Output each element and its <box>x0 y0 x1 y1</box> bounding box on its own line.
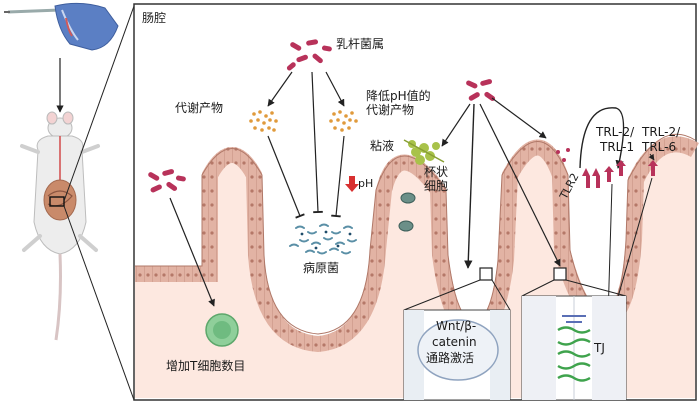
t-cell-icon <box>205 313 239 347</box>
tj-label: TJ <box>593 341 605 355</box>
ph-metabolites-label-line1: 降低pH值的 <box>366 88 431 103</box>
ph-label: pH <box>358 177 373 190</box>
t-cells-label: 增加T细胞数目 <box>166 358 245 373</box>
wnt-label-line2: catenin <box>432 335 477 349</box>
pathogen-cluster <box>289 223 357 255</box>
mucus-icon <box>403 139 445 165</box>
lumen-label: 肠腔 <box>142 10 166 25</box>
zoom-marker-tj <box>553 267 567 281</box>
trl-receptor-icons <box>604 160 658 182</box>
metabolite-cluster-left <box>249 110 278 132</box>
tj-inset: TJ <box>521 295 627 401</box>
tight-junction-icon <box>557 326 591 382</box>
lactobacillus-cluster-left <box>148 169 186 193</box>
wnt-inset: Wnt/β- catenin 通路激活 <box>403 309 511 401</box>
lactobacillus-label: 乳杆菌属 <box>336 37 384 51</box>
tlr2-receptor-icon <box>556 148 600 188</box>
goblet-cell-icon <box>398 192 416 232</box>
zoom-line-top <box>63 5 135 202</box>
mouse-illustration <box>4 2 119 341</box>
wnt-label-line1: Wnt/β- <box>436 319 476 333</box>
pathogen-dots <box>300 230 352 250</box>
zoom-line-bottom <box>63 205 135 401</box>
pathogen-label: 病原菌 <box>303 260 339 275</box>
ph-metabolites-label-line2: 代谢产物 <box>366 102 414 117</box>
lactobacillus-cluster-top <box>286 39 332 71</box>
goblet-label-line1: 杯状 <box>424 165 448 179</box>
mouse-icon <box>20 111 100 341</box>
trl2-6-label-line2: TRL-6 <box>641 140 676 154</box>
ph-down-arrow-icon <box>345 176 359 192</box>
trl2-6-label-line1: TRL-2/ <box>641 125 681 139</box>
tlr2-arrow <box>579 107 625 169</box>
metabolite-cluster-right <box>329 110 358 132</box>
trl2-1-label-line2: TRL-1 <box>599 140 634 154</box>
trl2-1-label-line1: TRL-2/ <box>595 125 635 139</box>
mucus-label: 粘液 <box>370 138 394 153</box>
gavage-hand-icon <box>4 2 119 51</box>
goblet-label-line2: 细胞 <box>424 179 448 193</box>
zoom-marker-wnt <box>479 267 493 281</box>
claudin-icon <box>562 315 586 323</box>
wnt-label-line3: 通路激活 <box>426 350 474 365</box>
metabolites-label: 代谢产物 <box>175 100 223 115</box>
